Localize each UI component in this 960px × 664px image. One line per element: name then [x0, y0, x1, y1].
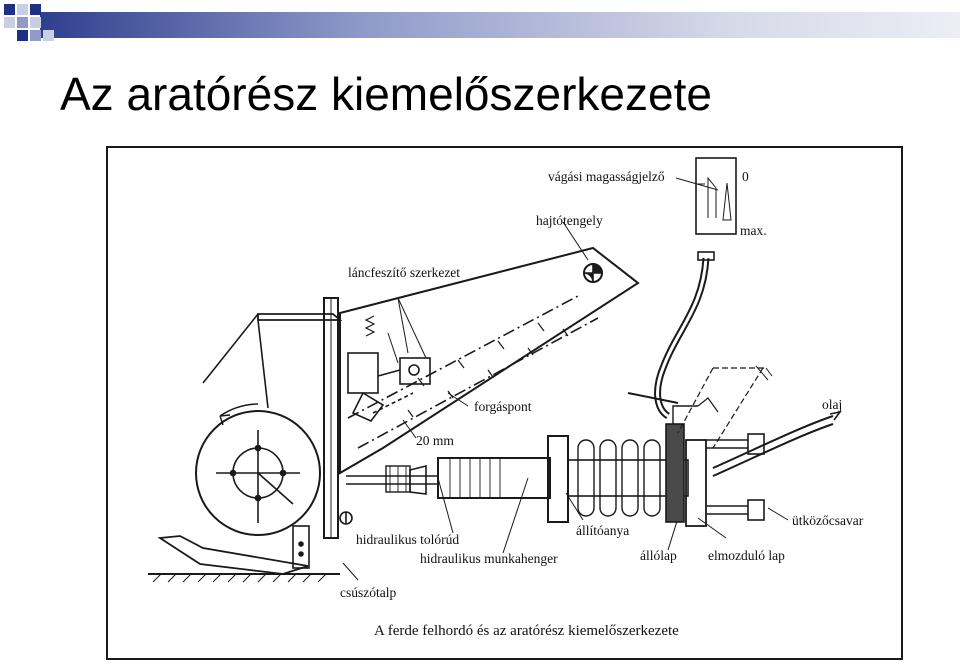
- indicator-hose: [627, 157, 737, 419]
- hydraulic-push-rod: [346, 464, 438, 495]
- label-clearance: 20 mm: [416, 433, 454, 448]
- deco-square: [30, 17, 41, 28]
- leader-lines: [342, 177, 789, 581]
- hydraulic-cylinder: [437, 435, 689, 523]
- label-hydraulic-push-rod: hidraulikus tolórúd: [356, 532, 460, 547]
- oil-line: [712, 410, 842, 477]
- label-chain-tensioner: láncfeszítő szerkezet: [348, 265, 461, 280]
- feeder-housing: [339, 246, 640, 475]
- deco-square: [43, 30, 54, 41]
- chain-tensioner: [347, 297, 431, 422]
- reel-frame: [202, 313, 343, 409]
- deco-square: [4, 17, 15, 28]
- diagram-caption: A ferde felhordó és az aratórész kiemelő…: [374, 623, 679, 639]
- label-scale-max: max.: [740, 223, 767, 238]
- label-hydraulic-cylinder: hidraulikus munkahenger: [420, 551, 558, 566]
- label-scale-zero: 0: [742, 169, 749, 184]
- hinge-dash-lines: [677, 365, 773, 449]
- ground-hatching: [148, 573, 340, 583]
- mechanism-diagram: vágási magasságjelző 0 max. hajtótengely…: [106, 146, 903, 660]
- label-stop-bolt: ütközőcsavar: [792, 513, 864, 528]
- label-fixed-plate: állólap: [640, 548, 677, 563]
- label-adjusting-nut: állítóanya: [576, 523, 630, 538]
- deco-square: [30, 4, 41, 15]
- header-gradient-bar: [40, 12, 960, 38]
- label-skid: csúszótalp: [340, 585, 397, 600]
- page-title: Az aratórész kiemelőszerkezete: [60, 68, 712, 120]
- deco-square: [4, 4, 15, 15]
- deco-square: [17, 17, 28, 28]
- skid: [157, 535, 309, 575]
- label-oil: olaj: [822, 397, 843, 412]
- front-plate: [292, 297, 353, 569]
- label-pivot-point: forgáspont: [474, 399, 532, 414]
- label-moving-plate: elmozduló lap: [708, 548, 785, 563]
- reel-drum: [195, 403, 321, 536]
- deco-square: [30, 30, 41, 41]
- deco-square: [17, 4, 28, 15]
- label-height-indicator: vágási magasságjelző: [548, 169, 665, 184]
- header-decoration: [0, 0, 960, 60]
- deco-square: [17, 30, 28, 41]
- stop-plates: [665, 397, 765, 527]
- mechanism-drawing: [148, 157, 842, 583]
- label-drive-shaft: hajtótengely: [536, 213, 603, 228]
